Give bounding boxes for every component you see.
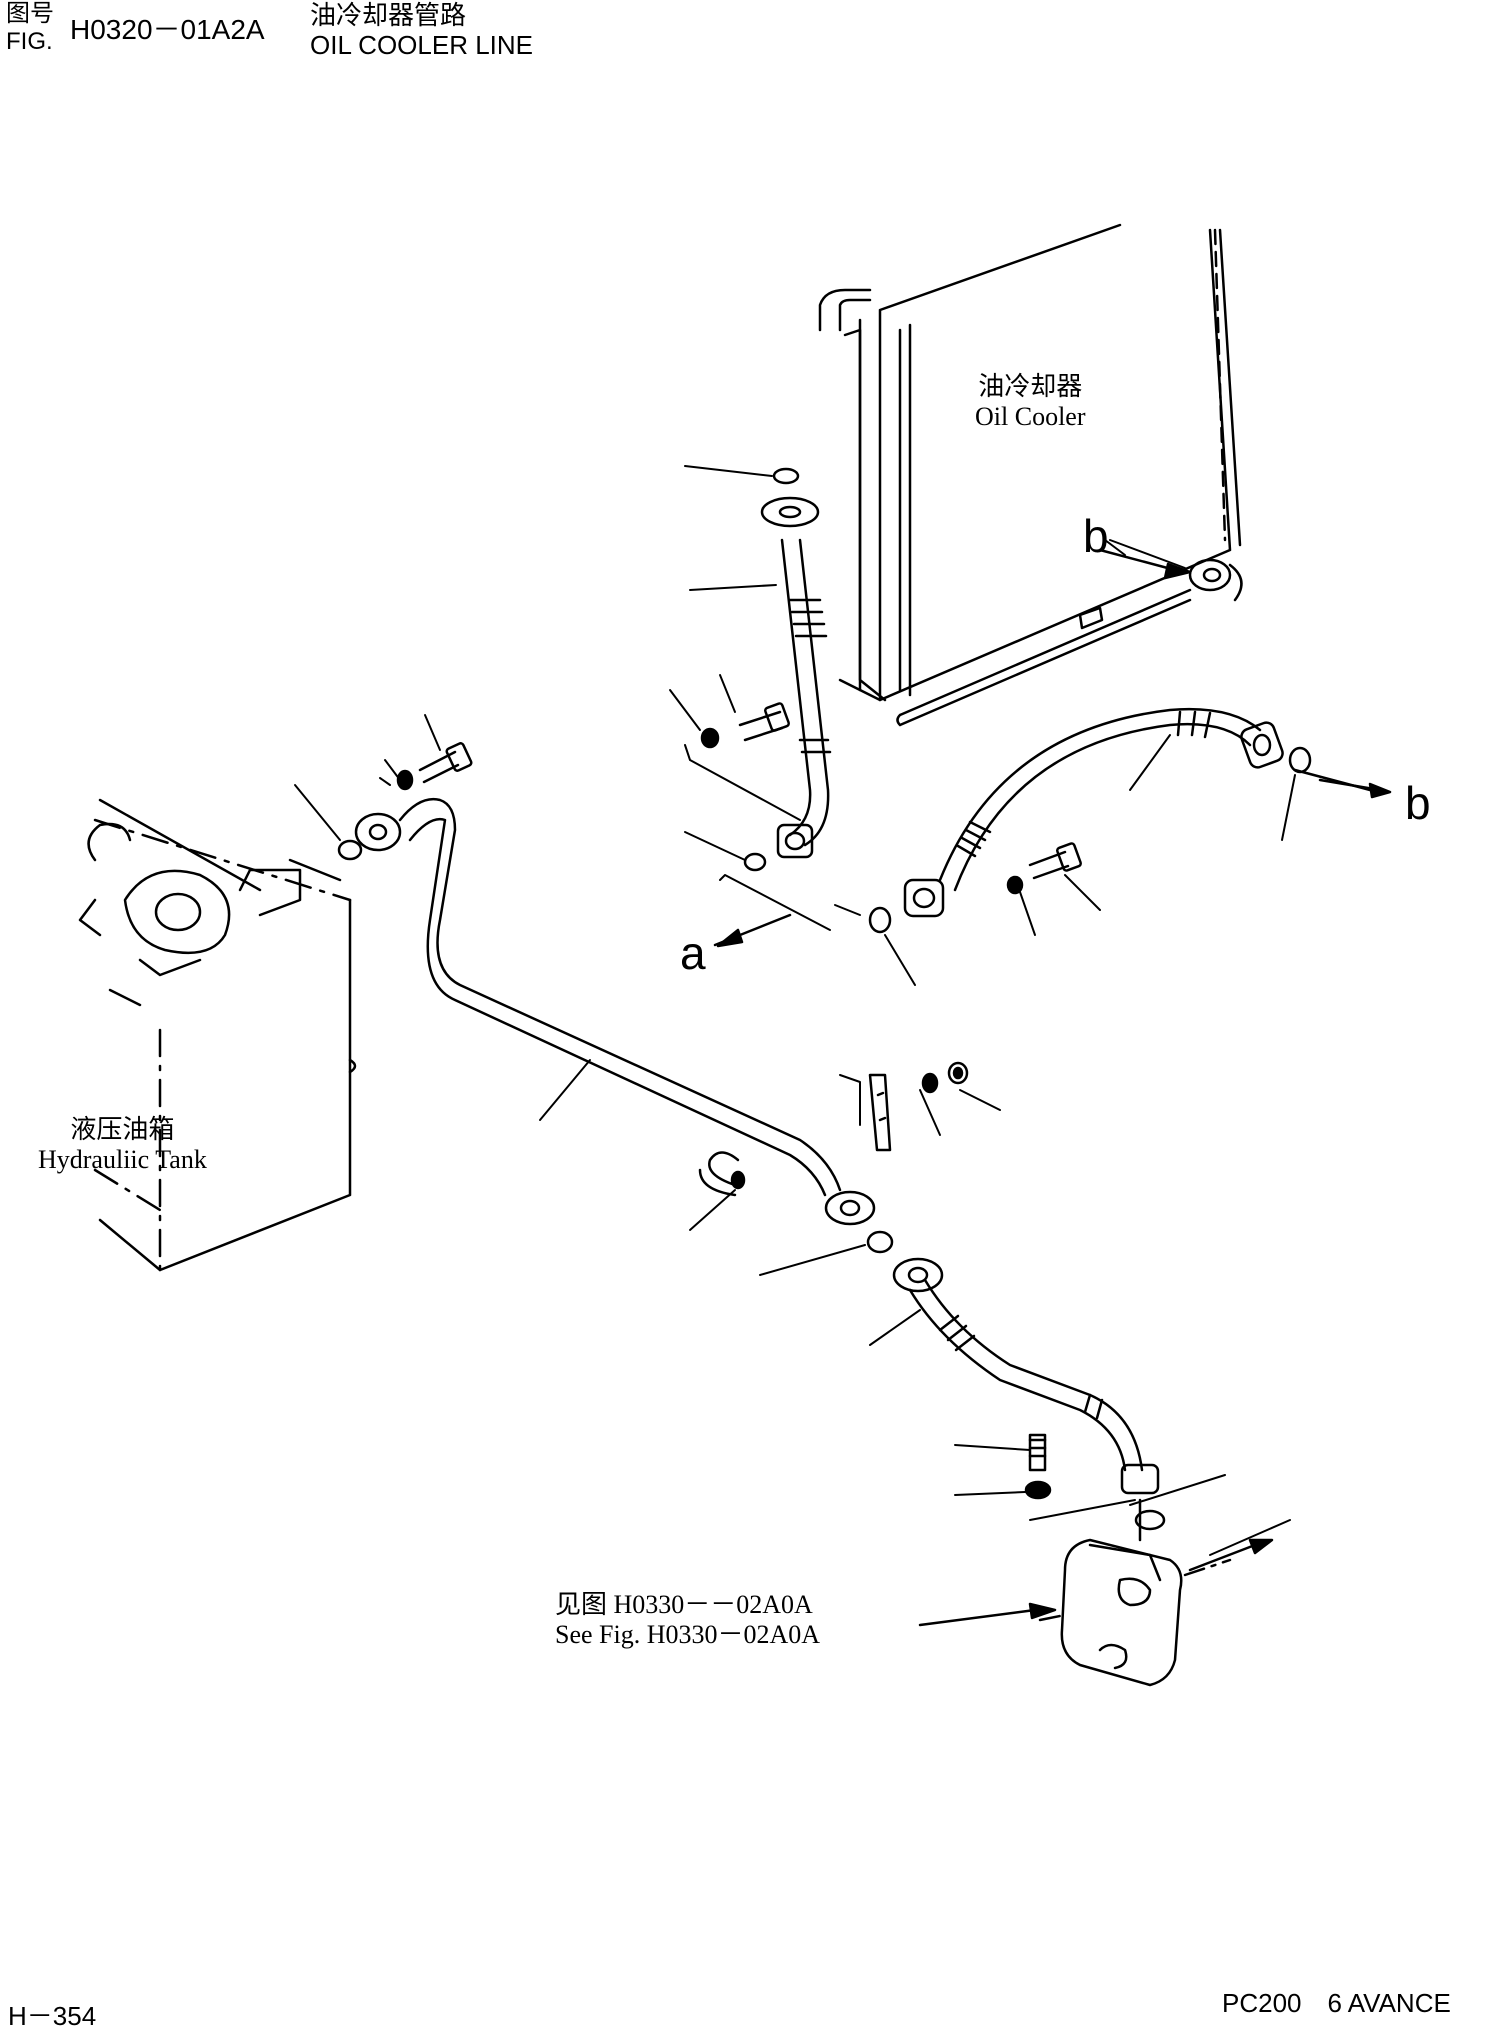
fig-code: H0320－01A2A — [70, 14, 265, 45]
hydraulic-tank-label-cn: 液压油箱 — [70, 1115, 175, 1144]
see-figure-cn: 见图 H0330－－02A0A — [555, 1590, 813, 1619]
hydraulic-tank-label: 液压油箱 Hydrauliic Tank — [38, 1115, 207, 1175]
clamp-bracket — [868, 1073, 892, 1152]
upper-hose-flange-bottom — [776, 823, 814, 859]
upper-hose — [743, 467, 832, 872]
curved-hose-b — [868, 707, 1392, 934]
connection-mark-a: a — [680, 927, 706, 979]
cooler-bottom-pipe — [896, 588, 1192, 727]
connection-mark-b-right: b — [1405, 777, 1431, 829]
oil-cooler-label-en: Oil Cooler — [975, 401, 1086, 431]
pipe-clamp — [698, 1061, 969, 1197]
connection-mark-b-upper: b — [1083, 510, 1109, 562]
title-en: OIL COOLER LINE — [310, 30, 533, 60]
long-pipe-lower — [408, 817, 827, 1197]
lower-oring — [1134, 1509, 1166, 1531]
bolts-tank — [396, 742, 473, 791]
oil-cooler-label: 油冷却器 Oil Cooler — [975, 372, 1086, 432]
see-figure-reference: 见图 H0330－－02A0A See Fig. H0330－02A0A — [555, 1590, 820, 1650]
lower-hose-flange-top — [892, 1257, 944, 1293]
u-bolt — [698, 1151, 740, 1197]
oil-cooler-label-cn: 油冷却器 — [978, 372, 1083, 401]
long-pipe-upper — [398, 797, 842, 1192]
lower-washer — [1024, 1480, 1052, 1500]
long-pipe — [337, 797, 894, 1254]
tank-top-port — [123, 869, 231, 955]
mid-oring — [866, 1230, 894, 1254]
upper-hose-oring — [772, 467, 800, 485]
fig-label-cn: 图号 — [6, 0, 54, 27]
arrows — [713, 548, 1372, 1627]
clamp-washer — [921, 1072, 939, 1094]
tank-outline — [98, 798, 352, 1272]
lower-hose — [892, 1257, 1166, 1531]
lower-hose-flange-bottom — [1120, 1463, 1160, 1495]
oring-b — [1288, 746, 1312, 774]
cooler-frame-inner — [838, 328, 887, 702]
hydraulic-tank — [78, 798, 357, 1272]
long-pipe-flange-top — [354, 812, 402, 852]
long-pipe-oring-top — [337, 839, 363, 861]
oring-a2 — [868, 906, 892, 934]
see-figure-en: See Fig. H0330－02A0A — [555, 1619, 821, 1649]
valve-body — [1060, 1538, 1183, 1687]
hydraulic-tank-label-en: Hydrauliic Tank — [38, 1144, 207, 1174]
curved-hose-flange-left — [903, 878, 945, 918]
curved-hose-flange-right — [1240, 721, 1284, 769]
cooler-top-pipe — [818, 288, 872, 332]
cooler-outlet-flange — [1188, 558, 1232, 592]
title-cn: 油冷却器管路 — [310, 0, 467, 30]
bolts-cooler — [700, 702, 1082, 895]
cooler-dashed-edge — [1213, 228, 1227, 542]
oring-a — [743, 852, 767, 872]
upper-hose-flange-top — [760, 496, 820, 528]
clamp-nut — [947, 1061, 969, 1085]
valve-block — [1038, 1498, 1232, 1687]
long-pipe-flange-bottom — [824, 1190, 876, 1226]
oil-cooler — [818, 223, 1243, 727]
upper-hose-body — [780, 538, 830, 847]
fig-label-en: FIG. — [6, 28, 53, 55]
page-number: H－354 — [8, 2001, 97, 2031]
cooler-outline — [858, 223, 1242, 702]
leader-lines — [294, 465, 1296, 1556]
model-name: PC200 6 AVANCE — [1222, 1988, 1451, 2018]
